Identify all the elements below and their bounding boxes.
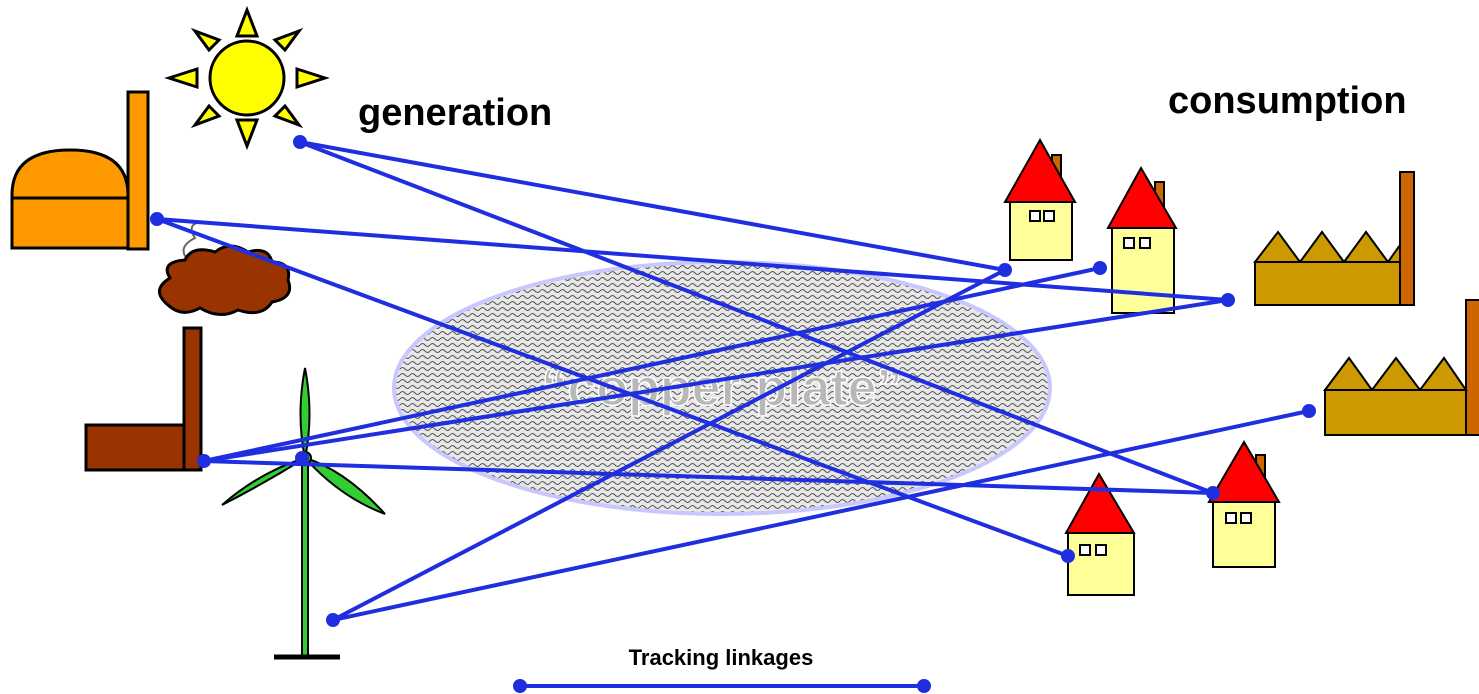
- link-sun-house: [299, 140, 1214, 495]
- copper-plate-label: “copper plate”: [541, 359, 902, 417]
- link-endpoints: [150, 135, 1316, 627]
- link-biogas-factory: [156, 217, 1229, 302]
- coal-plant-icon: [84, 221, 292, 472]
- tracking-linkages: [156, 140, 1310, 622]
- link-coal-factory: [203, 298, 1229, 463]
- link-wind-house: [332, 268, 1006, 622]
- legend-node: [513, 679, 527, 693]
- legend: Tracking linkages: [513, 645, 931, 693]
- house-icon: [1064, 471, 1136, 596]
- house-icon: [1003, 137, 1077, 261]
- link-node: [1206, 486, 1220, 500]
- link-node: [295, 451, 309, 465]
- consumption-heading: consumption: [1168, 80, 1407, 122]
- link-node: [326, 613, 340, 627]
- link-node: [998, 263, 1012, 277]
- generation-heading: generation: [358, 92, 552, 134]
- link-node: [1221, 293, 1235, 307]
- house-icon: [1106, 165, 1178, 314]
- house-icon: [1207, 440, 1281, 568]
- link-wind-house: [203, 459, 1214, 495]
- legend-node: [917, 679, 931, 693]
- legend-label: Tracking linkages: [629, 645, 814, 670]
- link-wind-factory: [332, 409, 1310, 622]
- link-node: [1093, 261, 1107, 275]
- biogas-plant-icon: [10, 90, 150, 251]
- link-node: [150, 212, 164, 226]
- link-node: [1061, 549, 1075, 563]
- link-node: [1302, 404, 1316, 418]
- factory-icon: [1252, 171, 1415, 306]
- link-node: [293, 135, 307, 149]
- sun-icon: [164, 5, 330, 151]
- factory-icon: [1323, 299, 1479, 436]
- link-biogas-house: [156, 217, 1069, 558]
- link-sun-house: [299, 140, 1006, 272]
- link-node: [197, 454, 211, 468]
